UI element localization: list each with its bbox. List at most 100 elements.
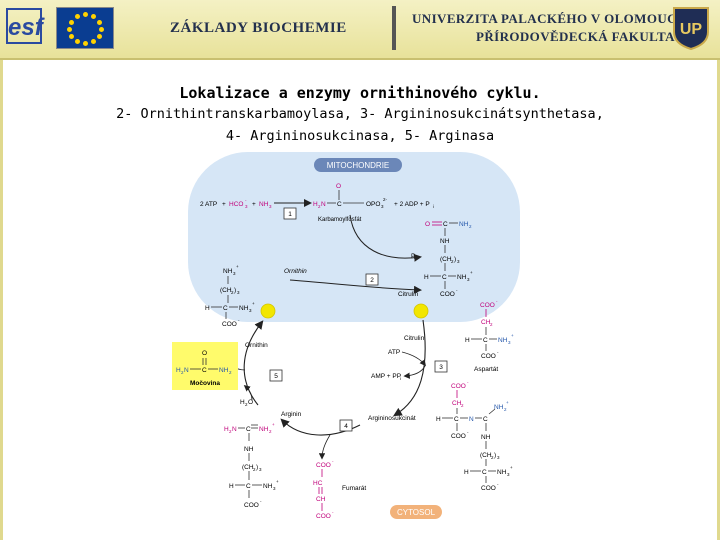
arginine-structure: H 2 N C NH 2 + NH (CH 2 ) 3 H C NH 3 + C… bbox=[224, 411, 302, 509]
citrulline-transporter-dot bbox=[413, 303, 429, 319]
water-subscript: 2 bbox=[245, 402, 248, 407]
svg-text:Argininosukcinát: Argininosukcinát bbox=[368, 415, 416, 422]
svg-text:CH: CH bbox=[316, 496, 326, 503]
svg-text:NH: NH bbox=[440, 238, 450, 245]
svg-text:+: + bbox=[236, 264, 239, 269]
svg-text:H: H bbox=[464, 469, 469, 476]
svg-text:-: - bbox=[497, 350, 499, 355]
svg-text:i: i bbox=[433, 204, 434, 209]
urea-highlight bbox=[172, 342, 238, 390]
svg-text:-: - bbox=[260, 499, 262, 504]
svg-text:Citrulin: Citrulin bbox=[398, 291, 419, 298]
svg-text:N: N bbox=[232, 426, 237, 433]
svg-text:HCO: HCO bbox=[229, 201, 243, 208]
svg-text:COO: COO bbox=[440, 291, 455, 298]
svg-text:H: H bbox=[424, 274, 429, 281]
ornithine-label-cytosol: Ornithin bbox=[245, 342, 268, 349]
svg-text:H: H bbox=[229, 483, 234, 490]
svg-text:O: O bbox=[336, 183, 341, 190]
svg-text:-: - bbox=[332, 459, 334, 464]
svg-text:+: + bbox=[511, 333, 514, 338]
svg-text:NH: NH bbox=[259, 201, 269, 208]
svg-text:2: 2 bbox=[231, 290, 234, 295]
slide-subtitle-line1: 2- Ornithintranskarbamoylasa, 3- Arginin… bbox=[116, 106, 604, 122]
svg-text:-: - bbox=[467, 430, 469, 435]
svg-text:(CH: (CH bbox=[220, 287, 232, 294]
argininosuccinate-structure: COO - CH 2 H C N C NH 2 + COO - NH (CH 2… bbox=[368, 380, 513, 492]
faculty-name: PŘÍRODOVĚDECKÁ FAKULTA bbox=[476, 29, 675, 44]
svg-text:C: C bbox=[443, 221, 448, 228]
phosphate-subscript: i bbox=[416, 256, 417, 261]
svg-text:-: - bbox=[456, 288, 458, 293]
water-arrow bbox=[243, 384, 253, 401]
amp-arrow bbox=[403, 365, 426, 379]
svg-text:(CH: (CH bbox=[480, 452, 492, 459]
esf-logo-frame bbox=[6, 8, 42, 44]
enzyme-2-number: 2 bbox=[370, 277, 374, 284]
fumarate-structure: COO - HC CH COO - Fumarát bbox=[313, 459, 366, 520]
svg-text:HC: HC bbox=[313, 480, 323, 487]
svg-text:COO: COO bbox=[480, 302, 495, 309]
svg-text:3: 3 bbox=[237, 290, 240, 295]
svg-text:COO: COO bbox=[451, 433, 466, 440]
svg-text:2: 2 bbox=[229, 370, 232, 375]
svg-text:+: + bbox=[252, 301, 255, 306]
svg-text:CH: CH bbox=[481, 319, 491, 326]
svg-text:C: C bbox=[454, 416, 459, 423]
svg-text:+: + bbox=[506, 400, 509, 405]
svg-text:2: 2 bbox=[269, 429, 272, 434]
svg-text:UP: UP bbox=[680, 21, 703, 38]
svg-text:NH: NH bbox=[219, 367, 229, 374]
svg-text:NH: NH bbox=[263, 483, 273, 490]
svg-text:): ) bbox=[454, 256, 456, 263]
svg-text:3: 3 bbox=[507, 472, 510, 477]
mitochondrion-label: MITOCHONDRIE bbox=[327, 161, 390, 170]
amp-subscript: i bbox=[400, 376, 401, 381]
header-divider bbox=[392, 6, 396, 50]
water-label: H bbox=[240, 399, 245, 406]
svg-text:COO: COO bbox=[481, 485, 496, 492]
svg-text:): ) bbox=[494, 452, 496, 459]
svg-text:H: H bbox=[176, 367, 181, 374]
svg-text:COO: COO bbox=[451, 383, 466, 390]
svg-text:2: 2 bbox=[451, 259, 454, 264]
svg-text:2 ATP: 2 ATP bbox=[200, 201, 217, 208]
svg-text:): ) bbox=[256, 464, 258, 471]
eu-flag-icon bbox=[56, 7, 114, 49]
svg-text:C: C bbox=[246, 483, 251, 490]
university-name: UNIVERZITA PALACKÉHO V OLOMOUCI bbox=[412, 11, 683, 26]
svg-text:2-: 2- bbox=[383, 197, 388, 202]
svg-text:3: 3 bbox=[467, 277, 470, 282]
svg-text:N: N bbox=[184, 367, 189, 374]
svg-text:-: - bbox=[238, 318, 240, 323]
esf-logo: esf bbox=[8, 14, 43, 41]
svg-text:+: + bbox=[272, 422, 275, 427]
svg-text:H: H bbox=[205, 305, 210, 312]
svg-text:COO: COO bbox=[316, 513, 331, 520]
atp-arrow bbox=[401, 351, 426, 367]
svg-text:NH: NH bbox=[494, 404, 504, 411]
svg-text:2: 2 bbox=[318, 204, 321, 209]
enzyme-5-box bbox=[269, 369, 283, 382]
enzyme-4-box bbox=[339, 419, 353, 432]
svg-text:COO: COO bbox=[222, 321, 237, 328]
amp-label: AMP + PP bbox=[371, 373, 401, 380]
svg-text:3: 3 bbox=[249, 308, 252, 313]
svg-text:2: 2 bbox=[461, 403, 464, 408]
phosphate-label: P bbox=[411, 253, 415, 260]
svg-text:NH: NH bbox=[498, 337, 508, 344]
svg-text:2: 2 bbox=[490, 322, 493, 327]
svg-text:2: 2 bbox=[181, 370, 184, 375]
citrulline-to-argininosuccinate-arrow bbox=[393, 319, 426, 417]
svg-text:N: N bbox=[321, 201, 326, 208]
svg-text:O: O bbox=[202, 350, 207, 357]
svg-text:-: - bbox=[332, 510, 334, 515]
water-oxygen: O bbox=[248, 399, 253, 406]
slide-title: Lokalizace a enzymy ornithinového cyklu. bbox=[179, 84, 541, 102]
enzyme-3-box bbox=[434, 360, 448, 373]
svg-text:N: N bbox=[469, 416, 474, 423]
svg-text:NH: NH bbox=[481, 434, 491, 441]
svg-text:C: C bbox=[442, 274, 447, 281]
citrulline-structure-mito: O C NH 2 NH (CH 2 ) 3 H C NH 3 + COO - C… bbox=[398, 221, 473, 298]
